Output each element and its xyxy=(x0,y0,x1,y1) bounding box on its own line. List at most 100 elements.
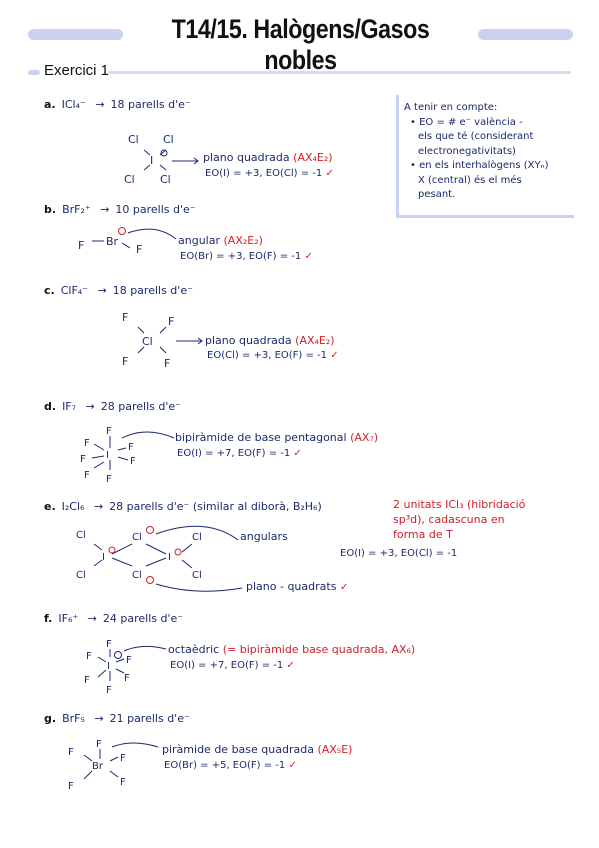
atom-F: F xyxy=(84,470,90,481)
pair-count: 18 parells d'e⁻ xyxy=(112,284,193,297)
geometry-e-secondary: plano - quadrats ✓ xyxy=(246,580,348,593)
atom-F: F xyxy=(80,454,86,465)
arrow: → xyxy=(93,500,104,513)
atom-F: F xyxy=(130,456,136,467)
pair-count: 21 parells d'e⁻ xyxy=(109,712,190,725)
atom-F: F xyxy=(122,311,128,324)
eo-values: EO(I) = +3, EO(Cl) = -1 xyxy=(205,168,323,179)
atom-F: F xyxy=(136,243,142,256)
check-icon: ✓ xyxy=(330,350,339,361)
note-line: pesant. xyxy=(418,189,456,200)
lewis-structure-b: F Br F xyxy=(78,227,177,256)
atom-Cl: Cl xyxy=(124,173,135,186)
atom-F: F xyxy=(122,355,128,368)
atom-F: F xyxy=(120,777,126,788)
formula: BrF₂⁺ xyxy=(62,203,91,216)
geometry-d: bipiràmide de base pentagonal (AX₇) xyxy=(175,431,378,444)
geometry-name: plano quadrada xyxy=(203,151,290,164)
atom-F: F xyxy=(126,655,132,666)
vsepr-notation: (AX₄E₂) xyxy=(295,334,335,347)
atom-F: F xyxy=(78,239,84,252)
geometry-g: piràmide de base quadrada (AX₅E) xyxy=(162,743,352,756)
atom-F: F xyxy=(106,639,112,650)
geometry-name: plano quadrada xyxy=(205,334,292,347)
check-icon: ✓ xyxy=(325,168,334,179)
atom-F: F xyxy=(106,685,112,696)
atom-Cl: Cl xyxy=(192,532,202,543)
lewis-structure-d: I F F F F F F F xyxy=(80,426,175,485)
note-line: • EO = # e⁻ valència - xyxy=(410,116,523,128)
item-label: d. xyxy=(44,400,57,413)
charge-minus xyxy=(160,149,168,157)
atom-Br: Br xyxy=(92,761,104,772)
title-decoration-left xyxy=(28,29,123,40)
arrow: → xyxy=(100,203,110,216)
oxidation-states-e: EO(I) = +3, EO(Cl) = -1 xyxy=(340,548,457,559)
item-label: f. xyxy=(44,612,53,625)
pair-count: 28 parells d'e⁻ (similar al diborà, B₂H₆… xyxy=(109,500,322,513)
eo-values: EO(Br) = +5, EO(F) = -1 xyxy=(164,760,286,771)
geometry-e: angulars xyxy=(240,530,288,543)
eo-values: EO(I) = +7, EO(F) = -1 xyxy=(177,448,291,459)
oxidation-states-f: EO(I) = +7, EO(F) = -1 ✓ xyxy=(170,660,295,671)
oxidation-states-d: EO(I) = +7, EO(F) = -1 ✓ xyxy=(177,448,302,459)
note-text: A tenir en compte: • EO = # e⁻ valència … xyxy=(404,101,574,203)
atom-I: I xyxy=(150,154,153,167)
atom-Cl: Cl xyxy=(132,532,142,543)
question-e: e. I₂Cl₆ → 28 parells d'e⁻ (similar al dib… xyxy=(44,500,322,513)
atom-Cl: Cl xyxy=(142,335,153,348)
page-title: T14/15. Halògens/Gasos nobles xyxy=(171,14,430,75)
arrow: → xyxy=(97,284,107,297)
charge-plus xyxy=(118,227,126,235)
geometry-b: angular (AX₂E₂) xyxy=(178,234,263,247)
charge-plus xyxy=(146,576,154,584)
atom-Cl: Cl xyxy=(163,133,174,146)
atom-Cl: Cl xyxy=(132,570,142,581)
geometry-name: bipiràmide de base pentagonal xyxy=(175,431,347,444)
atom-F: F xyxy=(120,753,126,764)
pair-count: 24 parells d'e⁻ xyxy=(102,612,184,625)
note-box xyxy=(396,95,574,218)
item-label: g. xyxy=(44,712,57,725)
atom-Br: Br xyxy=(106,235,119,248)
formula: I₂Cl₆ xyxy=(61,500,85,513)
geometry-c: plano quadrada (AX₄E₂) xyxy=(205,334,335,347)
geometry-a: plano quadrada (AX₄E₂) xyxy=(203,151,333,164)
question-b: b.BrF₂⁺ →10 parells d'e⁻ xyxy=(44,203,196,216)
atom-F: F xyxy=(168,315,174,328)
item-label: a. xyxy=(44,98,56,111)
note-line: A tenir en compte: xyxy=(404,102,498,113)
atom-I: I xyxy=(102,552,105,563)
question-d: d.IF₇ →28 parells d'e⁻ xyxy=(44,400,181,413)
atom-Cl: Cl xyxy=(76,530,86,541)
oxidation-states-c: EO(Cl) = +3, EO(F) = -1 ✓ xyxy=(207,350,339,361)
arrow: → xyxy=(87,612,97,625)
hybridization-note: 2 unitats ICl₃ (hibridació sp³d), cadasc… xyxy=(393,497,525,542)
arrow: → xyxy=(95,98,105,111)
pair-count: 18 parells d'e⁻ xyxy=(110,98,191,111)
item-label: e. xyxy=(44,500,56,513)
eo-values: EO(Cl) = +3, EO(F) = -1 xyxy=(207,350,328,361)
vsepr-notation: (AX₄E₂) xyxy=(293,151,333,164)
check-icon: ✓ xyxy=(339,582,349,593)
atom-F: F xyxy=(68,747,74,758)
eo-values: EO(Br) = +3, EO(F) = -1 xyxy=(180,251,302,262)
vsepr-notation: (= bipiràmide base quadrada, AX₆) xyxy=(222,643,416,656)
charge-minus xyxy=(174,548,182,556)
atom-F: F xyxy=(68,781,74,792)
atom-Cl: Cl xyxy=(76,570,86,581)
atom-F: F xyxy=(164,357,170,370)
charge-minus xyxy=(108,546,116,554)
geometry-name: angular xyxy=(178,234,220,247)
pair-count: 28 parells d'e⁻ xyxy=(100,400,181,413)
note-line: forma de T xyxy=(393,528,453,541)
oxidation-states-b: EO(Br) = +3, EO(F) = -1 ✓ xyxy=(180,251,313,262)
question-g: g.BrF₅ →21 parells d'e⁻ xyxy=(44,712,190,725)
eo-values: EO(I) = +3, EO(Cl) = -1 xyxy=(340,548,458,559)
exercise-divider xyxy=(108,71,571,74)
lewis-structure-g: F F Br F F F xyxy=(68,739,159,792)
lewis-structure-f: F F I F F F F xyxy=(84,639,167,696)
formula: IF₇ xyxy=(62,400,77,413)
atom-F: F xyxy=(96,739,102,750)
atom-Cl: Cl xyxy=(160,173,171,186)
